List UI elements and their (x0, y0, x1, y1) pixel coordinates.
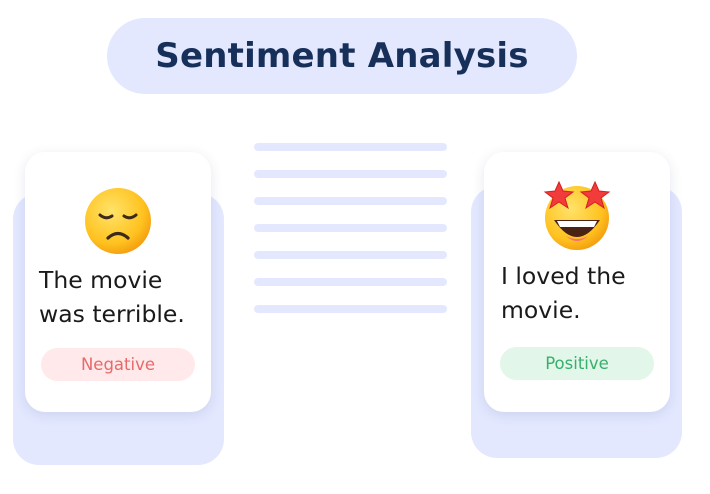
star-struck-icon (540, 180, 614, 256)
sad-face-icon (83, 186, 153, 260)
placeholder-line (254, 278, 447, 286)
review-text: The movie was terrible. (39, 266, 185, 328)
positive-badge: Positive (500, 347, 654, 380)
placeholder-line (254, 143, 447, 151)
negative-review-card: The movie was terrible. Negative (25, 152, 211, 412)
title-banner: Sentiment Analysis (107, 18, 577, 94)
positive-review-card: I loved the movie. Positive (484, 152, 670, 412)
placeholder-line (254, 251, 447, 259)
placeholder-line (254, 224, 447, 232)
page-title: Sentiment Analysis (155, 36, 529, 76)
negative-badge: Negative (41, 348, 195, 381)
placeholder-line (254, 197, 447, 205)
text-lines-placeholder (254, 143, 447, 332)
placeholder-line (254, 305, 447, 313)
placeholder-line (254, 170, 447, 178)
review-text: I loved the movie. (501, 262, 626, 324)
